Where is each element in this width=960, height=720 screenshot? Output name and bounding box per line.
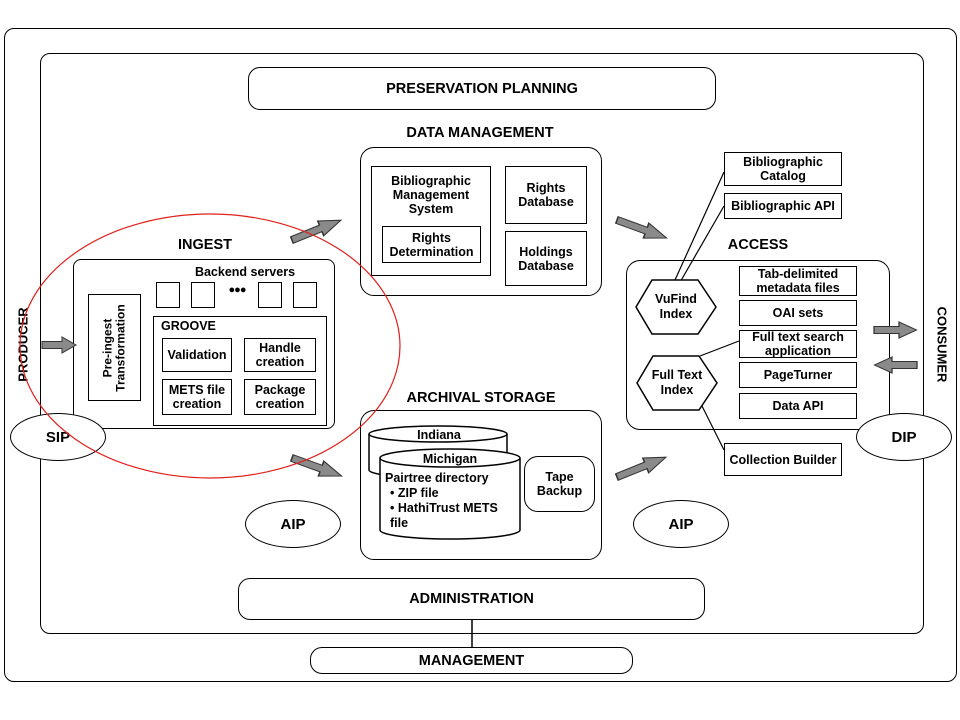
- arrow-ingest-to-storage: [288, 449, 346, 485]
- aip-right-ellipse: AIP: [633, 500, 729, 548]
- rights-database-box: Rights Database: [505, 166, 587, 224]
- tape-backup-box: Tape Backup: [524, 456, 595, 512]
- bib-api-label: Bibliographic API: [731, 199, 835, 213]
- bib-catalog-label: Bibliographic Catalog: [743, 155, 823, 183]
- vufind-label: VuFind Index: [655, 292, 697, 321]
- oai-sets-box: OAI sets: [739, 300, 857, 326]
- sip-label: SIP: [45, 428, 71, 446]
- preservation-planning-label: PRESERVATION PLANNING: [386, 80, 578, 97]
- holdings-database-box: Holdings Database: [505, 231, 587, 286]
- management-label: MANAGEMENT: [418, 652, 525, 669]
- aip-right-label: AIP: [668, 515, 694, 533]
- aip-left-ellipse: AIP: [245, 500, 341, 548]
- management-box: MANAGEMENT: [310, 647, 633, 674]
- preservation-planning-box: PRESERVATION PLANNING: [248, 67, 716, 110]
- rights-database-label: Rights Database: [518, 181, 574, 209]
- fulltext-search-label: Full text search application: [752, 330, 844, 358]
- dip-ellipse: DIP: [856, 413, 952, 461]
- arrow-producer-to-ingest: [41, 336, 77, 354]
- arrow-data-management-to-access: [613, 211, 671, 247]
- bib-management-system-label: Bibliographic Management System: [391, 174, 471, 216]
- collection-builder-box: Collection Builder: [724, 443, 842, 476]
- mets-label: • HathiTrust METS file: [390, 501, 512, 531]
- bib-catalog-box: Bibliographic Catalog: [724, 152, 842, 186]
- fulltext-index-label: Full Text Index: [651, 368, 703, 397]
- pageturner-box: PageTurner: [739, 362, 857, 388]
- data-api-label: Data API: [772, 399, 824, 413]
- administration-label: ADMINISTRATION: [409, 591, 534, 607]
- dip-label: DIP: [891, 428, 917, 446]
- pageturner-label: PageTurner: [763, 368, 833, 382]
- access-connectors: [674, 171, 740, 451]
- administration-box: ADMINISTRATION: [238, 578, 705, 620]
- oai-sets-label: OAI sets: [772, 306, 824, 320]
- zip-label: • ZIP file: [390, 486, 510, 500]
- michigan-cylinder: [379, 448, 521, 540]
- mets-bullet: •: [390, 501, 398, 515]
- fulltext-hexagon: [636, 355, 718, 411]
- arrow-storage-to-access: [613, 449, 670, 486]
- tab-delimited-label: Tab-delimited metadata files: [756, 267, 840, 295]
- holdings-database-label: Holdings Database: [518, 244, 574, 273]
- indiana-label: Indiana: [417, 428, 461, 442]
- bib-api-box: Bibliographic API: [724, 193, 842, 219]
- data-management-title: DATA MANAGEMENT: [406, 125, 554, 141]
- access-title: ACCESS: [727, 237, 789, 253]
- mets-text: HathiTrust METS file: [390, 501, 498, 530]
- archival-storage-title: ARCHIVAL STORAGE: [406, 390, 556, 406]
- tape-backup-label: Tape Backup: [536, 470, 583, 498]
- pairtree-label: Pairtree directory: [385, 471, 489, 485]
- arrow-consumer-to-access: [873, 356, 918, 374]
- aip-left-label: AIP: [280, 515, 306, 533]
- fulltext-search-box: Full text search application: [739, 330, 857, 358]
- tab-delimited-box: Tab-delimited metadata files: [739, 266, 857, 296]
- arrow-ingest-to-data-management: [288, 212, 345, 249]
- zip-bullet: •: [390, 486, 398, 500]
- rights-determination-label: Rights Determination: [389, 230, 474, 259]
- collection-builder-label: Collection Builder: [729, 452, 837, 467]
- vufind-hexagon: [635, 279, 717, 335]
- arrow-access-to-consumer: [873, 321, 918, 339]
- zip-text: ZIP file: [397, 486, 439, 500]
- data-api-box: Data API: [739, 393, 857, 419]
- sip-ellipse: SIP: [10, 413, 106, 461]
- michigan-label: Michigan: [422, 452, 478, 466]
